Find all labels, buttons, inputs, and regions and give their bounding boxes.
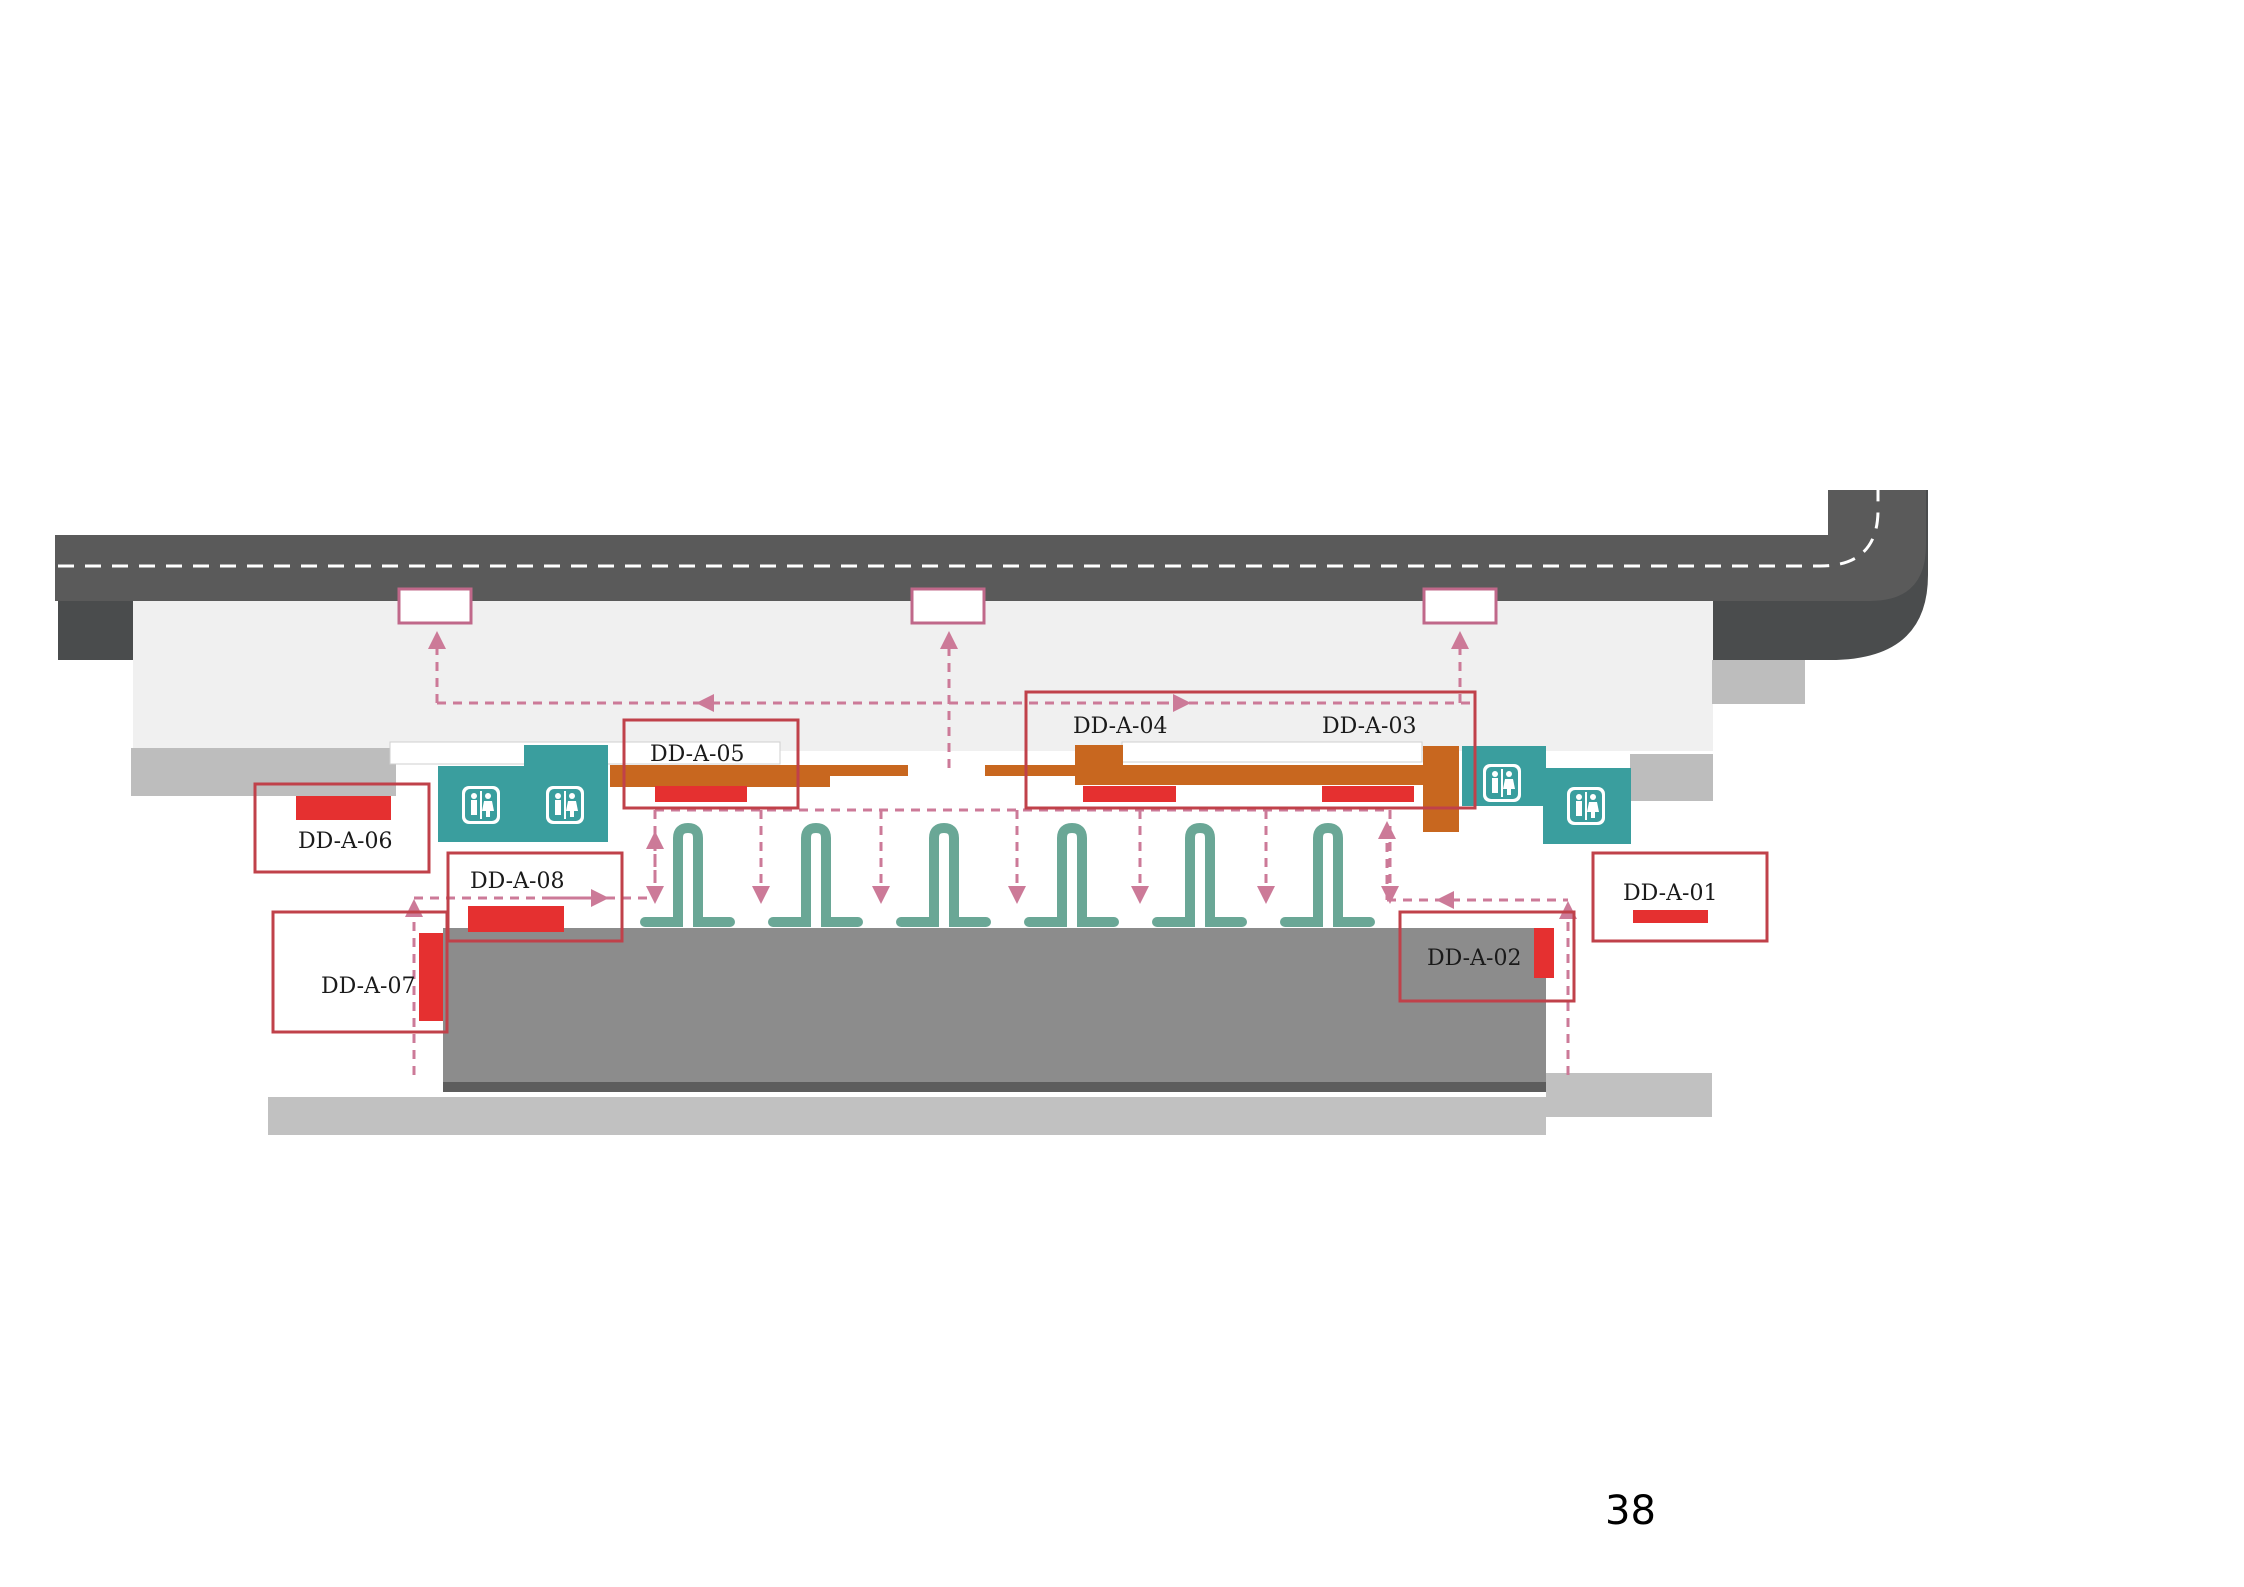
building bbox=[268, 928, 1712, 1135]
sign-label-dd-a-01: DD-A-01 bbox=[1623, 881, 1717, 906]
restroom-block-right bbox=[1462, 746, 1631, 844]
sign-label-dd-a-02: DD-A-02 bbox=[1427, 946, 1521, 971]
sign-label-dd-a-08: DD-A-08 bbox=[470, 869, 564, 894]
restroom-icon bbox=[462, 786, 500, 824]
restroom-icon bbox=[546, 786, 584, 824]
sign-label-dd-a-07: DD-A-07 bbox=[321, 974, 415, 999]
sign-label-dd-a-06: DD-A-06 bbox=[298, 829, 392, 854]
entrance-markers bbox=[397, 587, 1498, 625]
sign-label-dd-a-03: DD-A-03 bbox=[1322, 714, 1416, 739]
restroom-icon bbox=[1483, 764, 1521, 802]
sign-labels: DD-A-01 DD-A-02 DD-A-03 DD-A-04 DD-A-05 … bbox=[298, 714, 1717, 999]
sign-markers bbox=[296, 786, 1708, 1021]
sign-label-dd-a-04: DD-A-04 bbox=[1073, 714, 1167, 739]
restroom-block-left bbox=[438, 745, 608, 842]
restroom-icon bbox=[1567, 787, 1605, 825]
platform bbox=[131, 601, 1805, 801]
sign-label-dd-a-05: DD-A-05 bbox=[650, 742, 744, 767]
queue-barriers bbox=[640, 822, 1375, 927]
orange-counters bbox=[610, 745, 1459, 832]
label-boxes bbox=[253, 690, 1769, 1034]
page-number: 38 bbox=[1605, 1488, 1656, 1534]
circulation-paths bbox=[405, 631, 1577, 1075]
